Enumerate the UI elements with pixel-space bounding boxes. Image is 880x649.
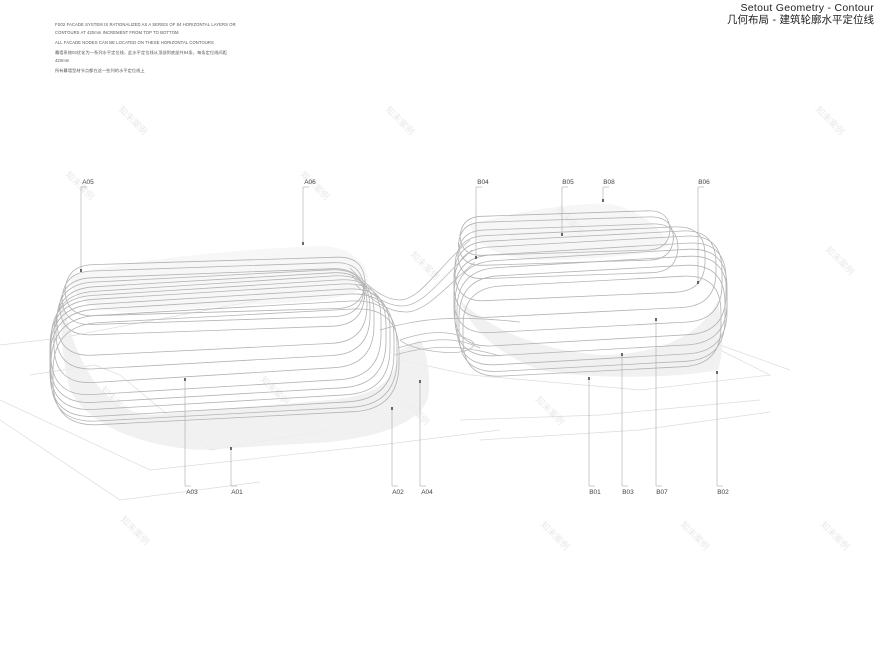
label-b01: B01: [589, 489, 601, 496]
note-zh-2: 420mm: [55, 58, 70, 63]
watermark-text: 知末案例: [258, 374, 292, 408]
callout-b05: B05: [561, 179, 574, 236]
building-b-contours: [453, 210, 728, 377]
label-a02: A02: [392, 489, 404, 496]
callout-a04: A04: [419, 380, 433, 496]
callout-b06: B06: [697, 179, 710, 284]
callout-a06: A06: [302, 179, 316, 245]
callout-b08: B08: [602, 179, 615, 202]
label-b04: B04: [477, 179, 489, 186]
label-a03: A03: [186, 489, 198, 496]
callout-b03: B03: [621, 353, 634, 496]
callout-a02: A02: [391, 407, 404, 496]
label-b08: B08: [603, 179, 615, 186]
note-en-2: CONTOURS AT 420mm INCREMENT FROM TOP TO …: [55, 30, 179, 35]
callout-a05: A05: [80, 179, 94, 272]
watermark-text: 知末案例: [823, 244, 857, 278]
callout-b01: B01: [588, 377, 601, 496]
watermark-text: 知末案例: [818, 519, 852, 553]
callout-b04: B04: [475, 179, 489, 259]
watermark-text: 知末案例: [533, 394, 567, 428]
watermark-text: 知末案例: [538, 519, 572, 553]
label-b07: B07: [656, 489, 668, 496]
watermark-layer: 知末案例知末案例知末案例知末案例知末案例知末案例知末案例知末案例知末案例知末案例…: [63, 104, 857, 553]
title-english: Setout Geometry - Contour: [740, 2, 874, 14]
label-b05: B05: [562, 179, 574, 186]
label-a01: A01: [231, 489, 243, 496]
note-en-1: FS02 FACADE SYSTEM IS RATIONALIZED AS A …: [55, 22, 236, 27]
watermark-text: 知末案例: [408, 249, 442, 283]
callout-a03: A03: [184, 378, 198, 496]
building-a-contours: [49, 256, 400, 426]
note-zh-1: 幕墙系统02优化为一系列水平定位线，此水平定位线从顶部到底部共84条，每条定位线…: [55, 50, 227, 55]
label-b03: B03: [622, 489, 634, 496]
watermark-text: 知末案例: [116, 104, 150, 138]
watermark-text: 知末案例: [383, 104, 417, 138]
note-zh-3: 所有幕墙型材节点都在这一些列的水平定位线上: [55, 68, 145, 73]
design-notes: FS02 FACADE SYSTEM IS RATIONALIZED AS A …: [55, 22, 275, 76]
label-b02: B02: [717, 489, 729, 496]
label-a05: A05: [82, 179, 94, 186]
note-en-3: ALL FACADE NODES CAN BE LOCATED ON THESE…: [55, 40, 214, 45]
callout-b07: B07: [655, 318, 668, 496]
watermark-text: 知末案例: [678, 519, 712, 553]
label-a04: A04: [421, 489, 433, 496]
callout-a01: A01: [230, 447, 243, 496]
title-chinese: 几何布局 - 建筑轮廓水平定位线: [727, 14, 874, 26]
label-a06: A06: [304, 179, 316, 186]
watermark-text: 知末案例: [118, 514, 152, 548]
drawing-title: Setout Geometry - Contour 几何布局 - 建筑轮廓水平定…: [727, 2, 874, 27]
watermark-text: 知末案例: [813, 104, 847, 138]
label-b06: B06: [698, 179, 710, 186]
callout-b02: B02: [716, 371, 729, 496]
bridge-contours: [349, 239, 521, 357]
